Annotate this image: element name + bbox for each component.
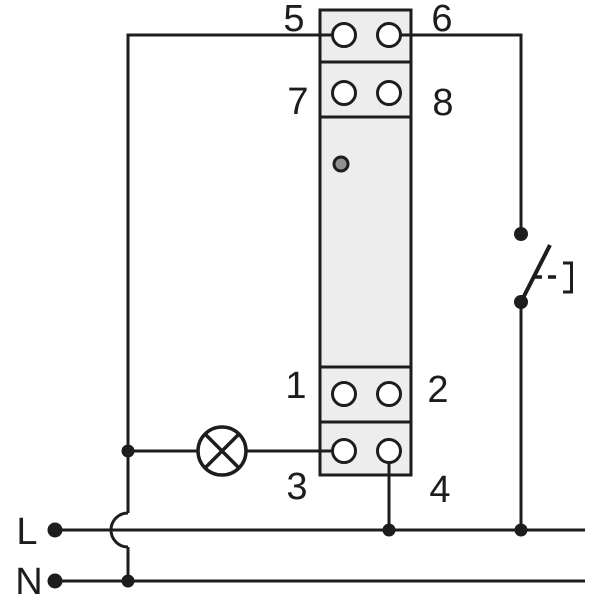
switch-actuator-bracket-icon [563,261,573,294]
terminal-circle-4 [376,438,402,464]
labels: 5 6 7 8 1 2 3 4 L N [15,0,453,600]
terminal-circle-5 [331,22,357,48]
junction-dot-lamp-branch [121,444,135,458]
led-indicator-icon [332,155,350,173]
label-terminal-8: 8 [432,82,453,124]
supply-terminal-dot-L [47,522,63,538]
terminal-circle-3 [331,438,357,464]
switch-lever-icon [519,244,552,303]
terminal-circle-1 [331,381,357,407]
label-terminal-6: 6 [431,0,452,40]
terminal-circle-2 [376,381,402,407]
terminal-circle-6 [376,22,402,48]
junction-dot-switch-line [514,523,528,537]
wire-terminal6-to-switch [389,33,523,234]
supply-terminal-dot-N [47,573,63,589]
device-body [318,8,413,477]
label-terminal-4: 4 [429,469,450,511]
junction-dot-terminal4-line [382,523,396,537]
terminal-circle-7 [331,80,357,106]
switch-contact-bottom-dot [514,295,528,309]
label-terminal-7: 7 [287,81,308,123]
wire-terminal5-to-left-rail [126,33,344,513]
junction-dots [47,227,528,589]
switch-contact-top-dot [514,227,528,241]
junction-dot-neutral [121,574,135,588]
label-neutral-N: N [15,561,42,600]
terminal-circle-8 [376,80,402,106]
label-terminal-2: 2 [427,369,448,411]
lamp-cross-icon [203,432,241,470]
label-line-L: L [16,511,37,553]
diagram-root: 5 6 7 8 1 2 3 4 L N [15,0,585,600]
label-terminal-1: 1 [285,365,306,407]
label-terminal-3: 3 [286,466,307,508]
label-terminal-5: 5 [283,0,304,40]
